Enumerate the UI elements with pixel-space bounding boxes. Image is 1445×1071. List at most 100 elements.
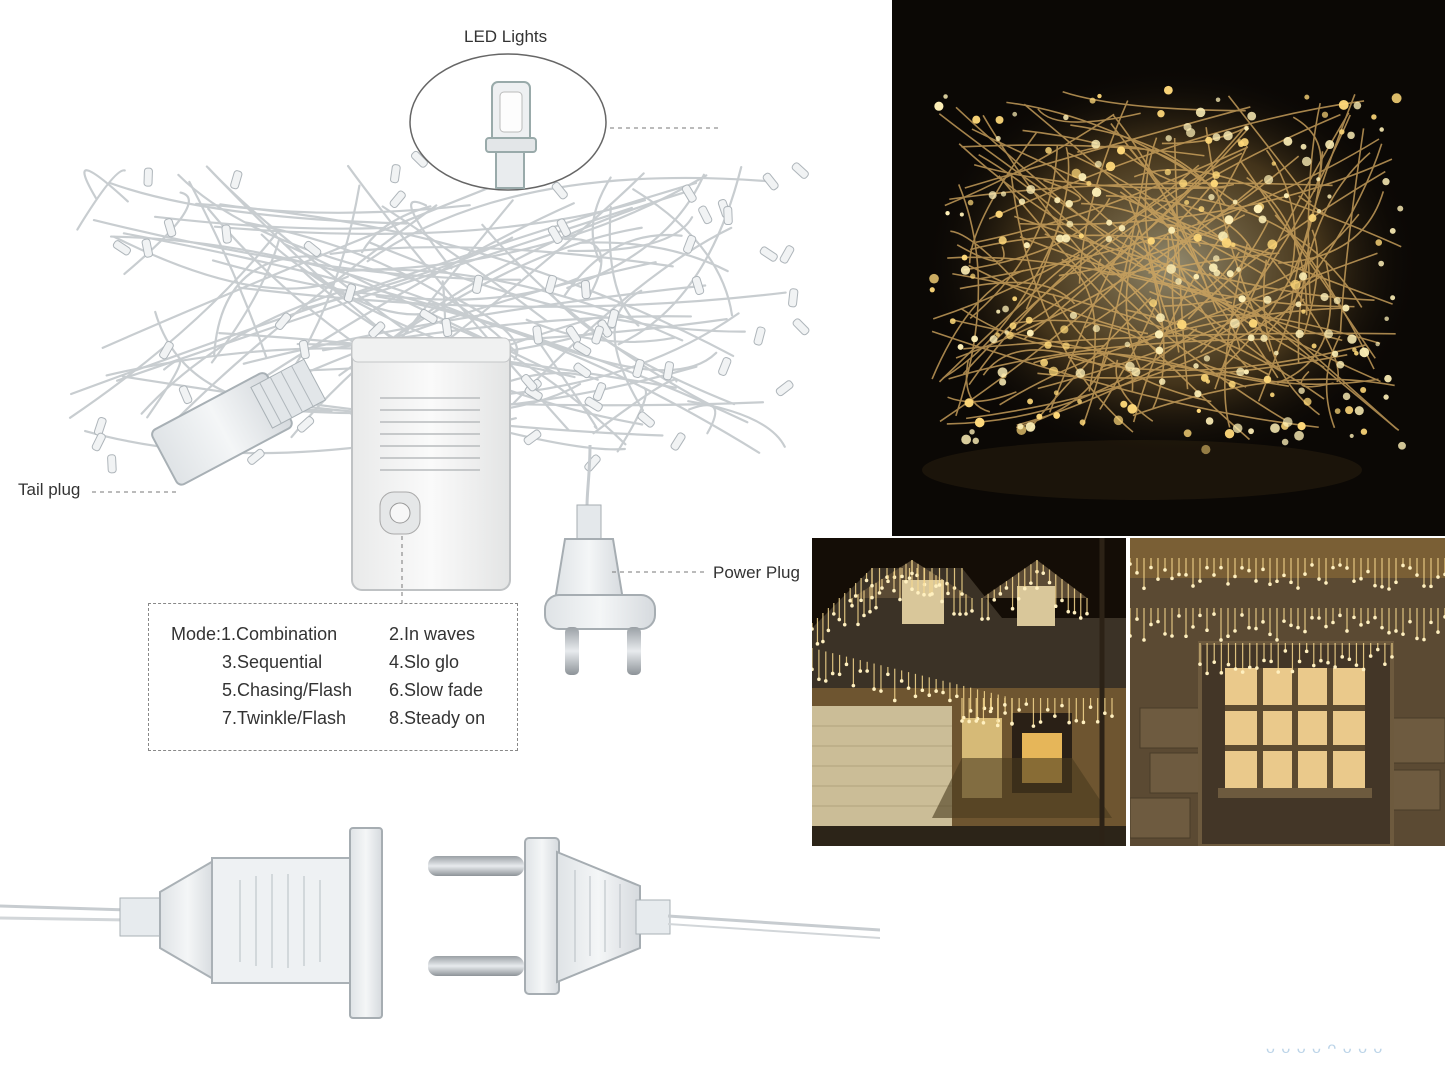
glowing-led bbox=[1045, 147, 1052, 154]
glowing-led bbox=[1012, 296, 1018, 302]
glowing-led bbox=[1353, 101, 1362, 110]
icicle-led bbox=[1081, 720, 1086, 725]
icicle-led bbox=[1233, 629, 1237, 633]
glowing-led bbox=[1397, 205, 1404, 212]
glowing-led bbox=[1238, 295, 1246, 303]
mode-item: 2.In waves bbox=[389, 624, 476, 644]
glowing-led bbox=[1224, 215, 1234, 225]
icicle-led bbox=[1170, 634, 1174, 638]
glowing-led bbox=[1094, 160, 1102, 168]
glowing-led bbox=[1210, 179, 1219, 188]
icicle-led bbox=[967, 719, 971, 724]
glowing-led bbox=[1215, 97, 1221, 103]
glowing-led bbox=[1327, 194, 1332, 199]
glowing-led bbox=[1163, 85, 1173, 95]
icicle-led bbox=[928, 593, 932, 597]
icicle-led bbox=[1368, 654, 1373, 658]
glowing-led bbox=[1195, 107, 1206, 118]
icicle-led bbox=[1156, 577, 1160, 581]
glowing-lights-drawing bbox=[922, 65, 1422, 500]
glowing-led bbox=[1316, 209, 1322, 214]
mode-item: Mode:1.Combination bbox=[171, 624, 338, 644]
icicle-led bbox=[1282, 573, 1286, 578]
glowing-led bbox=[972, 437, 980, 445]
glowing-led bbox=[1232, 199, 1238, 205]
icicle-led bbox=[1387, 630, 1391, 635]
glowing-led bbox=[969, 429, 975, 435]
glowing-led bbox=[1027, 398, 1034, 405]
light-string-drawing bbox=[0, 53, 880, 1019]
house-drawing bbox=[812, 538, 1126, 846]
glowing-led bbox=[1336, 360, 1345, 369]
icicle-led bbox=[1247, 625, 1251, 630]
led-bulb bbox=[556, 218, 571, 237]
glowing-led bbox=[1026, 329, 1034, 337]
icicle-led bbox=[1029, 581, 1033, 585]
icicle-led bbox=[856, 622, 860, 627]
glowing-led bbox=[1053, 411, 1061, 419]
icicle-led bbox=[886, 579, 890, 584]
icicle-led bbox=[1324, 581, 1328, 585]
led-bulb bbox=[637, 411, 655, 428]
icicle-led bbox=[1359, 623, 1363, 627]
icicle-led bbox=[865, 669, 869, 673]
led-bulb bbox=[762, 172, 779, 191]
glowing-led bbox=[1294, 430, 1304, 441]
icicle-led bbox=[1297, 659, 1302, 664]
icicle-led bbox=[1296, 586, 1300, 590]
icicle-led bbox=[1347, 657, 1352, 662]
icicle-led bbox=[1103, 711, 1107, 716]
glowing-led bbox=[1113, 415, 1124, 426]
icicle-led bbox=[1359, 576, 1363, 581]
led-bulb bbox=[472, 274, 484, 294]
icicle-led bbox=[1261, 567, 1265, 572]
icicle-led bbox=[960, 719, 964, 723]
glowing-led bbox=[1383, 394, 1389, 400]
led-bulb bbox=[523, 429, 542, 446]
icicle-led bbox=[1031, 724, 1036, 728]
icicle-led bbox=[1345, 566, 1349, 570]
glowing-led bbox=[1316, 177, 1321, 182]
glowing-led bbox=[1398, 441, 1406, 450]
icicle-led bbox=[1331, 620, 1335, 625]
glowing-led bbox=[999, 378, 1007, 386]
glowing-led bbox=[1097, 93, 1102, 99]
glowing-led bbox=[1183, 429, 1192, 438]
icicle-led bbox=[1317, 616, 1321, 620]
icicle-led bbox=[1047, 580, 1052, 585]
icicle-led bbox=[1041, 571, 1046, 575]
led-bulb bbox=[791, 162, 809, 179]
glowing-led bbox=[1248, 428, 1254, 435]
led-bulb bbox=[230, 170, 243, 190]
icicle-led bbox=[1016, 596, 1021, 601]
icicle-led bbox=[1354, 663, 1359, 667]
icicle-led bbox=[1177, 572, 1181, 577]
led-bulb bbox=[584, 454, 601, 472]
glowing-led bbox=[964, 398, 974, 408]
glowing-led bbox=[949, 318, 956, 325]
icicle-led bbox=[868, 609, 872, 614]
icicle-led bbox=[844, 662, 849, 667]
glowing-led bbox=[1158, 378, 1166, 385]
icicle-led bbox=[1261, 620, 1265, 624]
icicle-led bbox=[1074, 719, 1079, 723]
icicle-led bbox=[1088, 705, 1093, 709]
glowing-led bbox=[1002, 305, 1009, 313]
led-bulb bbox=[532, 325, 543, 345]
glowing-led bbox=[1183, 122, 1192, 131]
glowing-led bbox=[1248, 319, 1258, 328]
glowing-led bbox=[1360, 386, 1367, 394]
glowing-led bbox=[1117, 146, 1126, 155]
icicle-led bbox=[1296, 625, 1300, 630]
led-bulb bbox=[547, 225, 563, 244]
glowing-led bbox=[1176, 319, 1187, 330]
icicle-led bbox=[1247, 568, 1251, 573]
icicle-led bbox=[1226, 582, 1230, 586]
icicle-led bbox=[992, 598, 997, 602]
glowing-led bbox=[1264, 175, 1274, 185]
icicle-led bbox=[870, 583, 874, 588]
glowing-led bbox=[1258, 215, 1267, 224]
icicle-led bbox=[1255, 666, 1259, 670]
icicle-led bbox=[1387, 587, 1391, 591]
icicle-led bbox=[1095, 719, 1100, 724]
